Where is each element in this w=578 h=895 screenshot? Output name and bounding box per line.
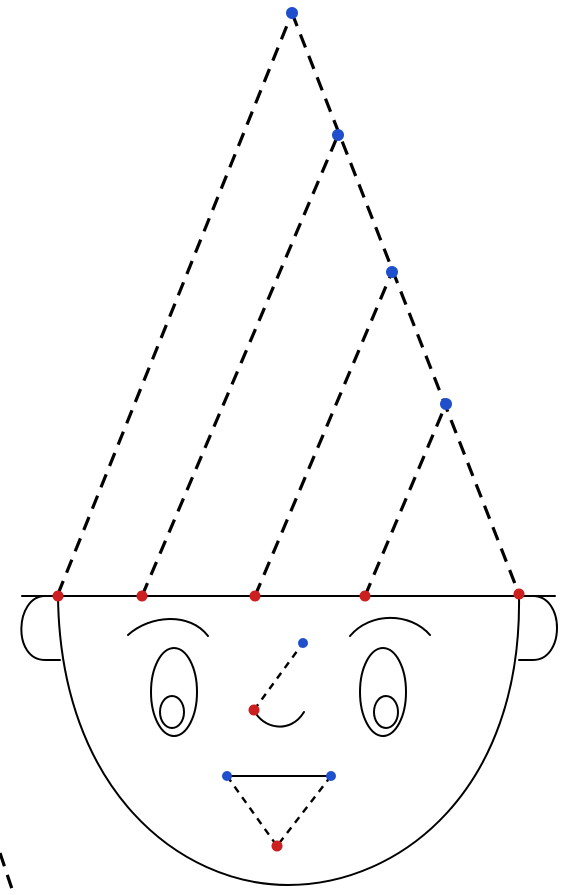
- blue-point: [326, 771, 336, 781]
- red-points: [53, 589, 525, 852]
- hat: [58, 13, 519, 596]
- hat-line-2: [255, 272, 392, 596]
- right-eye-outer: [360, 648, 406, 736]
- red-point: [272, 841, 283, 852]
- hat-line-1: [142, 135, 338, 596]
- mouth-right-dashed: [277, 776, 331, 846]
- hat-right-edge: [292, 13, 519, 594]
- right-ear: [519, 596, 557, 660]
- hat-left-edge: [58, 13, 292, 594]
- left-pupil: [160, 696, 184, 728]
- right-eye: [360, 648, 406, 736]
- left-ear: [21, 596, 60, 660]
- right-pupil: [374, 696, 398, 728]
- blue-points: [222, 7, 452, 781]
- blue-point: [332, 129, 344, 141]
- blue-point: [440, 398, 452, 410]
- red-point: [250, 591, 261, 602]
- face-outline: [58, 596, 519, 885]
- red-point: [53, 591, 64, 602]
- nose: [254, 643, 304, 727]
- blue-point: [222, 771, 232, 781]
- mouth-left-dashed: [227, 776, 277, 846]
- nose-dashed: [254, 643, 303, 710]
- blue-point: [298, 638, 308, 648]
- red-point: [137, 591, 148, 602]
- blue-point: [386, 266, 398, 278]
- blue-point: [286, 7, 298, 19]
- mouth: [227, 776, 331, 846]
- right-eyebrow: [350, 618, 430, 636]
- edge-dashed-mark: [0, 853, 14, 895]
- red-point: [249, 705, 260, 716]
- head: [21, 596, 557, 885]
- left-eyebrow: [128, 619, 208, 636]
- red-point: [360, 591, 371, 602]
- left-eye: [151, 648, 197, 736]
- left-eye-outer: [151, 648, 197, 736]
- hat-line-3: [365, 404, 446, 596]
- red-point: [514, 589, 525, 600]
- nose-curve: [254, 710, 304, 727]
